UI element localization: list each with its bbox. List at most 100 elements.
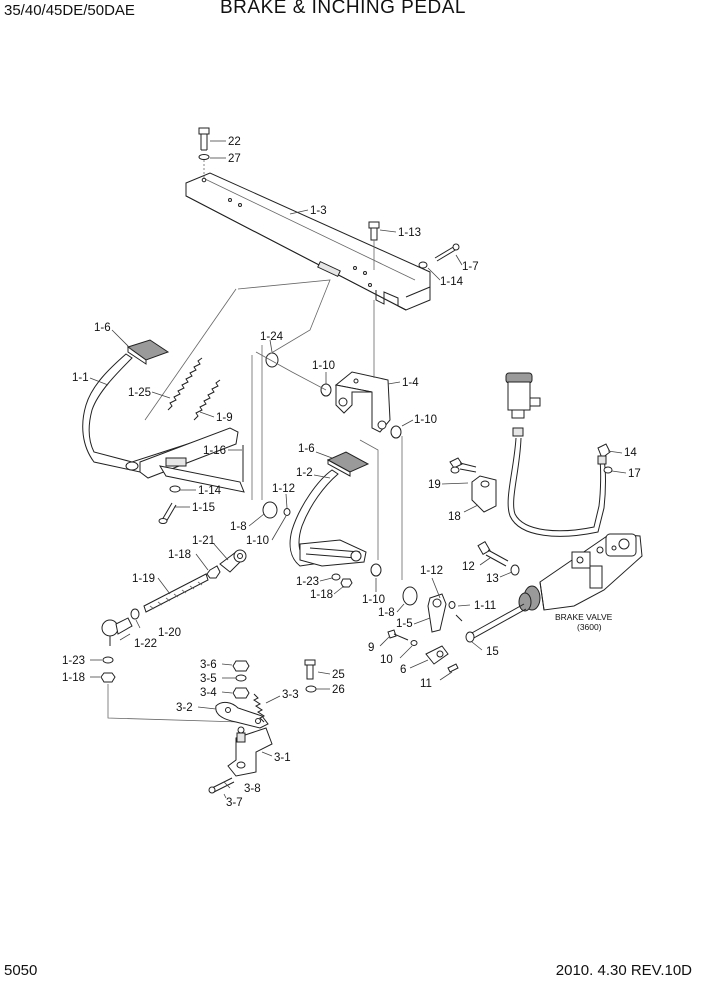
ball-joint-1-22 <box>101 617 133 646</box>
callout: 1-6 <box>94 322 111 334</box>
callout: 1-5 <box>396 618 413 630</box>
brake-pedal-1-1 <box>82 339 245 493</box>
washer-3-5 <box>235 674 247 682</box>
clip-1-14-lower <box>169 485 181 493</box>
washer-1-23-left <box>102 656 114 664</box>
reservoir-hose <box>507 437 606 537</box>
callout: 15 <box>486 646 499 658</box>
callout: 1-8 <box>378 607 395 619</box>
bolt-3-7 <box>208 777 235 794</box>
callout: 1-19 <box>132 573 155 585</box>
callout: 14 <box>624 447 637 459</box>
callout: 10 <box>380 654 393 666</box>
lever-1-5 <box>427 593 447 633</box>
bushing-1-10-lower <box>370 563 382 577</box>
nut-15 <box>465 631 475 643</box>
callout: 1-22 <box>134 638 157 650</box>
clevis-6 <box>425 645 449 665</box>
nut-3-4 <box>232 687 250 699</box>
callout: 1-12 <box>420 565 443 577</box>
spring-1-9 <box>193 379 221 421</box>
callout: 22 <box>228 136 241 148</box>
callout: 1-24 <box>260 331 284 343</box>
nut-1-18-mid <box>340 578 353 588</box>
brake-valve-code: (3600) <box>577 622 602 632</box>
washer-17 <box>603 466 613 474</box>
washer-27 <box>198 154 210 160</box>
callout: 3-6 <box>200 659 217 671</box>
callout: 1-10 <box>246 535 269 547</box>
page-number: 5050 <box>4 962 38 979</box>
callout: 1-13 <box>398 227 421 239</box>
rod-end-1-21 <box>219 549 247 573</box>
callout: 3-2 <box>176 702 193 714</box>
inching-pedal-1-2 <box>289 451 370 567</box>
callout: 1-18 <box>310 589 333 601</box>
pedal-bracket <box>185 172 431 311</box>
callout: 27 <box>228 153 241 165</box>
bushing-1-12-right <box>448 601 456 609</box>
bolt-22 <box>198 127 210 151</box>
pin-1-11 <box>455 614 463 622</box>
leader-lines <box>89 140 627 799</box>
callout: 3-5 <box>200 673 217 685</box>
callout: 1-18 <box>168 549 191 561</box>
bolt-12 <box>477 540 509 567</box>
ring-1-24 <box>265 352 279 368</box>
callout: 11 <box>420 678 432 690</box>
callout: 9 <box>368 642 374 654</box>
pin-9 <box>387 629 409 641</box>
callout: 25 <box>332 669 345 681</box>
reservoir-tank <box>505 372 541 437</box>
bushing-1-8-right <box>402 586 418 606</box>
callout: 3-8 <box>244 783 261 795</box>
bracket-18 <box>471 475 497 513</box>
fitting-14 <box>597 443 611 465</box>
callout: 1-4 <box>402 377 419 389</box>
brake-valve-master-cylinder <box>469 533 643 640</box>
page-title: BRAKE & INCHING PEDAL <box>220 0 466 18</box>
link-lever-3-2 <box>215 701 269 729</box>
callout: 1-10 <box>414 414 437 426</box>
callout: 1-18 <box>62 672 85 684</box>
bolt-25 <box>304 659 316 680</box>
model-code: 35/40/45DE/50DAE <box>4 2 135 19</box>
callout: 17 <box>628 468 641 480</box>
callout: 1-14 <box>198 485 222 497</box>
callout: 1-10 <box>312 360 335 372</box>
callout: 18 <box>448 511 461 523</box>
callout: 1-2 <box>296 467 313 479</box>
nut-3-6 <box>232 660 250 672</box>
callout: 3-7 <box>226 797 243 809</box>
callout: 1-23 <box>296 576 319 588</box>
spring-3-3 <box>253 693 265 723</box>
washer-1-23-mid <box>331 573 341 581</box>
bolt-1-15 <box>158 502 177 524</box>
callout: 1-1 <box>72 372 89 384</box>
callout: 1-14 <box>440 276 464 288</box>
callout: 3-4 <box>200 687 217 699</box>
washer-26 <box>305 685 317 693</box>
callout: 12 <box>462 561 475 573</box>
bushing-1-8-left <box>262 501 278 519</box>
bushing-1-10-right <box>390 425 402 439</box>
nut-1-18-rod <box>206 565 221 579</box>
clip-1-14 <box>418 261 428 269</box>
mounting-bracket-1-4 <box>334 371 391 433</box>
callout: 1-6 <box>298 443 315 455</box>
callout: 13 <box>486 573 499 585</box>
callout: 1-8 <box>230 521 247 533</box>
callout: 1-3 <box>310 205 327 217</box>
bushing-1-12-left <box>283 508 291 516</box>
bolt-1-13 <box>368 221 380 241</box>
revision-date: 2010. 4.30 REV.10D <box>555 962 692 979</box>
nut-1-20 <box>130 608 140 620</box>
callout: 26 <box>332 684 345 696</box>
callout: 3-3 <box>282 689 299 701</box>
callout: 1-23 <box>62 655 85 667</box>
callout: 6 <box>400 664 406 676</box>
callout: 1-7 <box>462 261 479 273</box>
bracket-3-1 <box>227 726 273 777</box>
callout: 1-10 <box>362 594 385 606</box>
